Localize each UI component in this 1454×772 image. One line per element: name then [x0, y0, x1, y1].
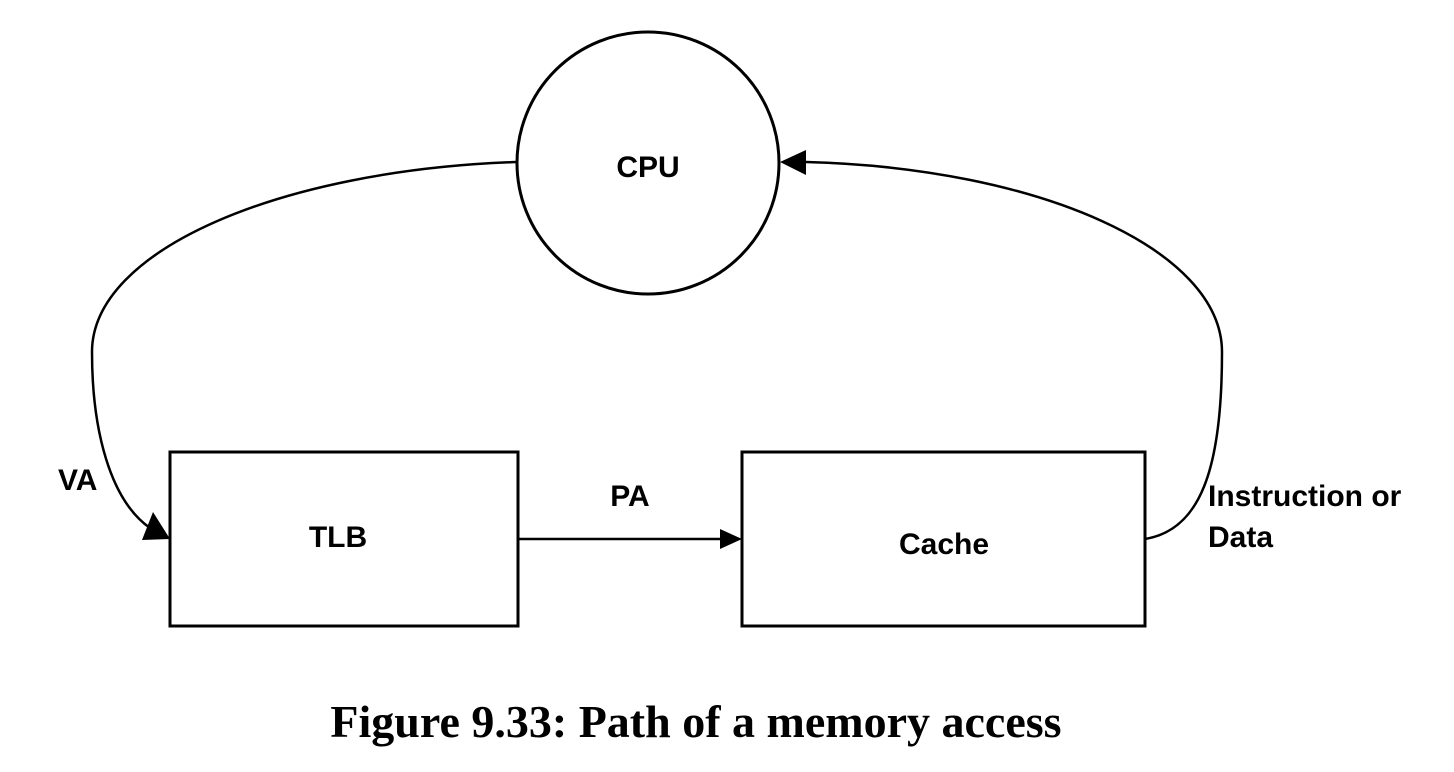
- tlb-box: [168, 450, 520, 628]
- va-label: VA: [58, 464, 97, 497]
- tlb-node: TLB: [168, 450, 520, 628]
- result-edge-line: [805, 160, 1224, 541]
- va-arrowhead-icon: [142, 512, 170, 540]
- pa-label: PA: [610, 480, 649, 513]
- pa-arrowhead-icon: [720, 529, 742, 549]
- result-edge: Instruction or Data: [780, 150, 1402, 554]
- result-label-line2: Data: [1208, 521, 1273, 554]
- pa-edge: PA: [518, 480, 742, 549]
- figure-caption: Figure 9.33: Path of a memory access: [330, 696, 1061, 747]
- result-label-line1: Instruction or: [1208, 480, 1402, 513]
- cache-box: [740, 450, 1147, 628]
- cache-node: Cache: [740, 450, 1147, 628]
- cache-label: Cache: [899, 528, 989, 561]
- cpu-node: CPU: [515, 30, 781, 296]
- va-edge: VA: [58, 160, 518, 540]
- result-arrowhead-icon: [780, 150, 806, 175]
- tlb-label: TLB: [309, 521, 367, 554]
- va-edge-line: [90, 160, 518, 530]
- cpu-label: CPU: [616, 151, 679, 184]
